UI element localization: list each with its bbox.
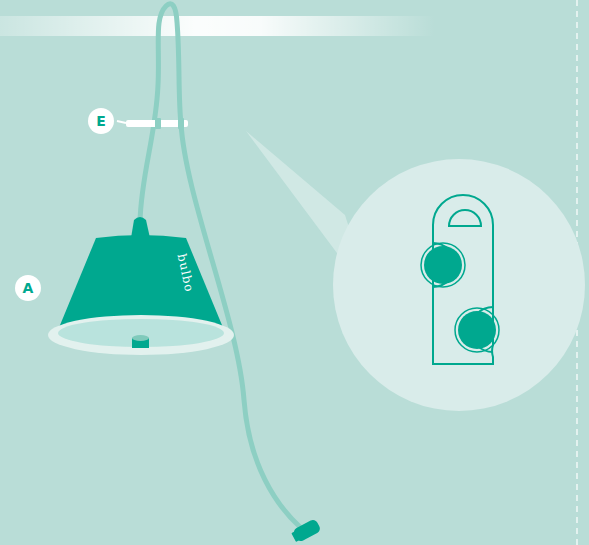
clip-hole	[424, 246, 462, 284]
callout-letter: A	[23, 281, 34, 295]
callout-circle	[333, 159, 585, 411]
label-badge	[15, 275, 41, 301]
cord-clip	[155, 118, 161, 129]
shade-inner	[58, 319, 224, 347]
clip-detail	[421, 195, 499, 364]
label-badge	[88, 108, 114, 134]
leader-line	[117, 121, 126, 123]
cord-clip	[178, 118, 184, 129]
ceiling	[0, 16, 435, 36]
plug	[290, 518, 321, 544]
callout-letter: E	[96, 114, 106, 128]
bulb-socket	[132, 335, 149, 341]
clip-hole	[458, 311, 496, 349]
shade-rim	[48, 315, 234, 355]
shade-knob	[131, 217, 150, 238]
